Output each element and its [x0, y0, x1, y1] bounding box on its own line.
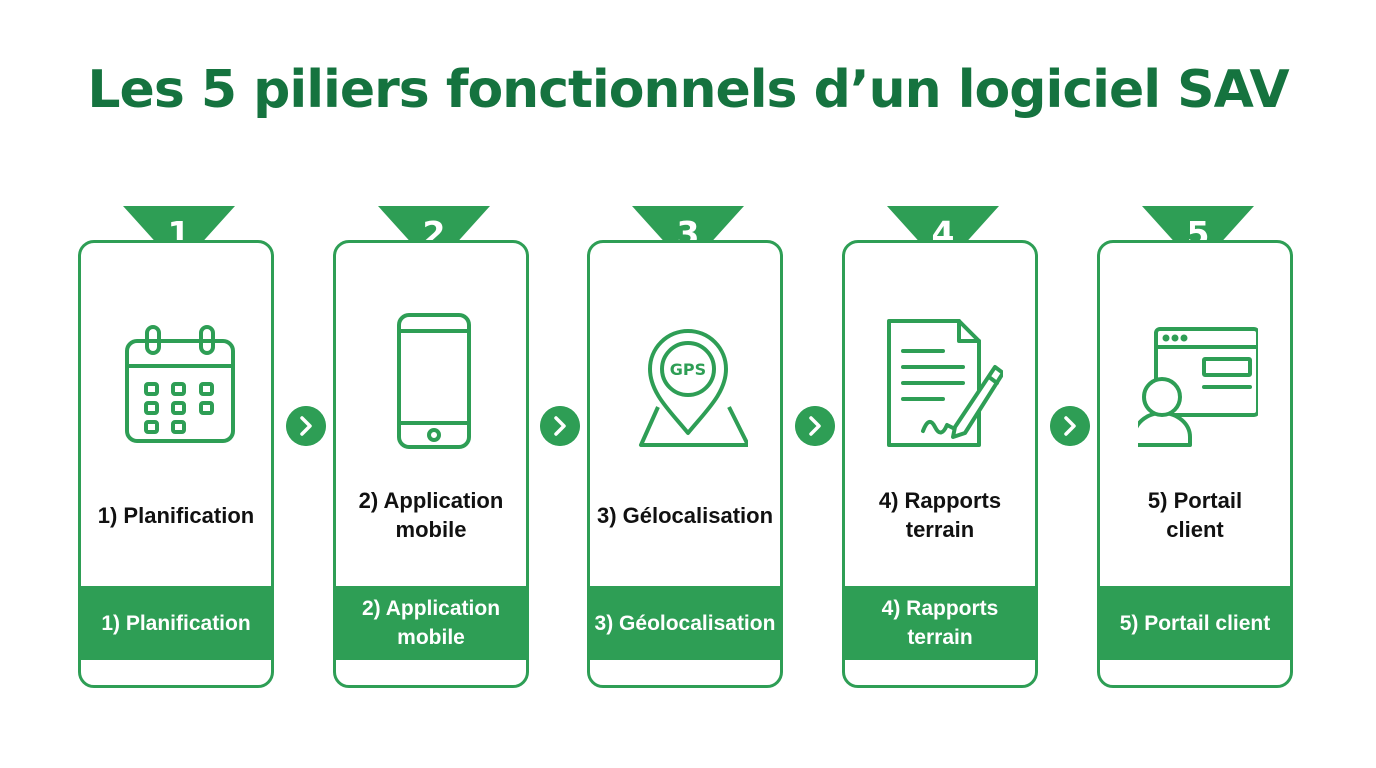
step-badge-3: [632, 206, 744, 268]
pillar-band-3: 3) Géolocalisation: [590, 586, 780, 660]
step-badge-2: [378, 206, 490, 268]
gps-pin-icon: GPS: [639, 329, 748, 447]
step-badge-4: [887, 206, 999, 268]
chevron-right-icon: [795, 406, 835, 446]
pillar-band-1: 1) Planification: [81, 586, 271, 660]
calendar-icon: [125, 325, 235, 443]
customer-portal-icon: [1138, 327, 1258, 447]
chevron-right-icon: [540, 406, 580, 446]
gps-label: GPS: [670, 360, 706, 379]
pillar-label-3: 3) Gélocalisation: [596, 502, 774, 528]
page-title: Les 5 piliers fonctionnels d’un logiciel…: [87, 60, 1289, 120]
smartphone-icon: [397, 313, 471, 449]
chevron-right-icon: [286, 406, 326, 446]
pillar-card-1: 1) Planification 1) Planification: [78, 240, 274, 688]
pillar-card-3: GPS 3) Gélocalisation 3) Géolocalisation: [587, 240, 783, 688]
step-badge-5: [1142, 206, 1254, 268]
pillar-band-5: 5) Portail client: [1100, 586, 1290, 660]
pillar-label-1: 1) Planification: [97, 502, 255, 528]
step-badge-1: [123, 206, 235, 268]
chevron-right-icon: [1050, 406, 1090, 446]
signed-report-icon: [887, 319, 1003, 447]
